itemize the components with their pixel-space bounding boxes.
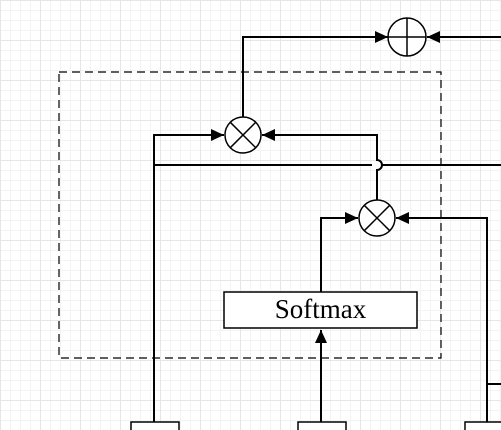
- multiply-node-top: [224, 116, 262, 154]
- wire-softmax-to-mul-bottom: [320, 217, 358, 292]
- multiply-node-bottom: [358, 199, 396, 237]
- input-block-middle: [297, 421, 347, 430]
- wire-mul-top-to-add: [242, 36, 388, 118]
- arrowhead-into-mul-top-left: [211, 129, 224, 141]
- arrowhead-into-add-left: [375, 31, 388, 43]
- wire-mul-bottom-to-mul-top: [262, 134, 383, 201]
- input-blocks-bottom: [130, 421, 501, 430]
- arrowheads: [211, 31, 440, 343]
- add-node: [387, 17, 427, 57]
- wire-left-to-mul-top: [153, 134, 224, 422]
- arrowhead-into-softmax: [315, 330, 327, 343]
- softmax-block: Softmax: [223, 291, 418, 329]
- arrowhead-into-add-right: [427, 31, 440, 43]
- arrowhead-into-mul-bottom-right: [396, 212, 409, 224]
- connection-wires: [153, 36, 501, 422]
- arrowhead-into-mul-top-right: [262, 129, 275, 141]
- dashed-group-box: [58, 71, 442, 359]
- softmax-label: Softmax: [275, 294, 367, 324]
- wire-right-to-mul-bottom: [396, 217, 488, 422]
- input-block-right: [464, 421, 501, 430]
- input-block-left: [130, 421, 180, 430]
- arrowhead-into-mul-bottom-left: [345, 212, 358, 224]
